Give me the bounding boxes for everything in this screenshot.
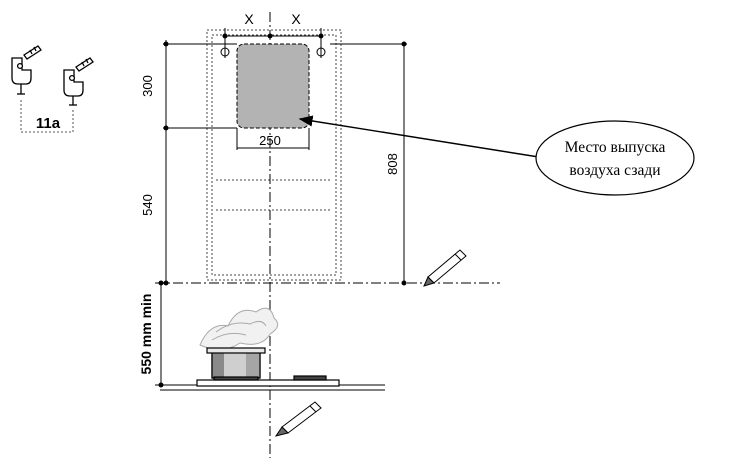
- pencil-mark-bottom-icon: [274, 401, 322, 437]
- pencil-icon: [423, 249, 467, 287]
- pot-icon: [206, 347, 266, 379]
- callout-bubble: [535, 120, 695, 196]
- min-height-label: 550 mm min: [138, 294, 154, 375]
- left-dimension-line: [163, 40, 237, 286]
- outlet-width-dimension: [236, 128, 310, 150]
- right-dimension-line: [330, 41, 407, 286]
- hole-spacing-left: X: [244, 11, 254, 27]
- wall-bracket-icon: [11, 45, 94, 106]
- mounting-holes: [220, 28, 326, 58]
- callout-line-2: воздуха сзади: [569, 162, 660, 179]
- callout-line-1: Место выпуска: [565, 139, 666, 156]
- hole-spacing-right: X: [291, 11, 301, 27]
- part-label: 11a: [36, 115, 61, 132]
- bracket-group-line: [20, 100, 74, 133]
- hood-outline: [206, 29, 342, 281]
- lower-offset-label: 540: [140, 194, 155, 216]
- top-offset-label: 300: [140, 75, 155, 97]
- hob-icon: [196, 375, 340, 387]
- total-height-label: 808: [385, 153, 400, 175]
- outlet-width-label: 250: [259, 133, 281, 148]
- steam-icon: [199, 307, 279, 350]
- callout-arrow: [298, 115, 546, 159]
- air-outlet-area: [236, 43, 310, 129]
